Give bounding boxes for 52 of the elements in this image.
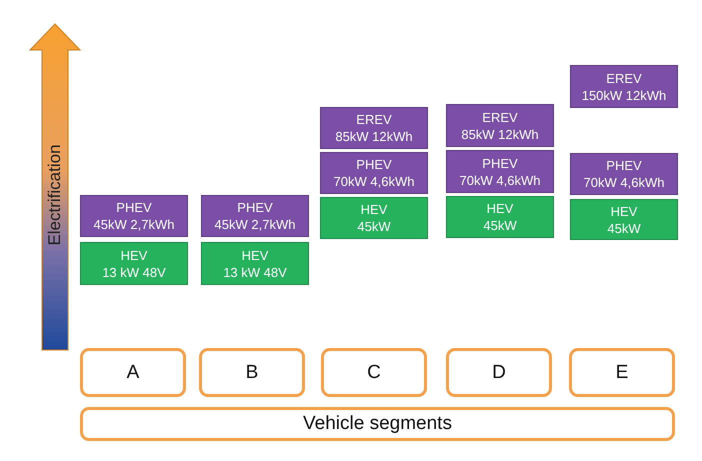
powertrain-type: PHEV bbox=[237, 199, 273, 216]
hybrid-box bbox=[446, 196, 554, 238]
powertrain-spec: 150kW 12kWh bbox=[582, 86, 666, 104]
segment-label: B bbox=[246, 362, 258, 384]
powertrain-type: PHEV bbox=[606, 157, 642, 174]
segment-box bbox=[199, 348, 305, 397]
powertrain-box bbox=[320, 107, 428, 149]
powertrain-type: PHEV bbox=[116, 199, 152, 216]
powertrain-box bbox=[570, 65, 678, 108]
powertrain-type: EREV bbox=[606, 70, 642, 86]
segment-label: A bbox=[126, 362, 140, 384]
powertrain-box bbox=[570, 153, 678, 195]
segment-box bbox=[569, 348, 675, 397]
powertrain-spec: 85kW 12kWh bbox=[461, 126, 539, 142]
powertrain-spec: 45kW bbox=[357, 218, 391, 235]
powertrain-spec: 13 kW 48V bbox=[223, 264, 287, 280]
segment-label: D bbox=[492, 362, 506, 384]
powertrain-box bbox=[201, 195, 309, 237]
powertrain-spec: 45kW bbox=[607, 220, 641, 236]
segment-box bbox=[80, 407, 675, 441]
powertrain-type: PHEV bbox=[356, 156, 392, 173]
powertrain-spec: 85kW 12kWh bbox=[335, 128, 413, 145]
powertrain-type: PHEV bbox=[482, 154, 518, 172]
powertrain-spec: 13 kW 48V bbox=[102, 264, 166, 280]
powertrain-type: EREV bbox=[356, 111, 392, 128]
segment-box bbox=[80, 348, 186, 397]
powertrain-type: HEV bbox=[486, 200, 514, 217]
powertrain-spec: 45kW 2,7kWh bbox=[214, 216, 296, 233]
segment-box bbox=[321, 348, 427, 397]
segment-label: Vehicle segments bbox=[303, 413, 452, 435]
powertrain-spec: 70kW 4,6kWh bbox=[460, 172, 540, 188]
powertrain-type: HEV bbox=[242, 246, 268, 264]
powertrain-type: EREV bbox=[482, 108, 518, 126]
powertrain-type: HEV bbox=[610, 202, 638, 220]
powertrain-spec: 45kW 2,7kWh bbox=[94, 216, 174, 233]
powertrain-box bbox=[446, 150, 554, 193]
powertrain-spec: 45kW bbox=[483, 217, 517, 234]
powertrain-type: HEV bbox=[360, 201, 388, 218]
hybrid-box bbox=[201, 242, 309, 285]
segment-box bbox=[446, 348, 552, 397]
powertrain-box bbox=[80, 195, 188, 237]
powertrain-spec: 70kW 4,6kWh bbox=[584, 174, 664, 191]
powertrain-type: HEV bbox=[120, 246, 148, 264]
hybrid-box bbox=[80, 242, 188, 285]
powertrain-spec: 70kW 4,6kWh bbox=[334, 173, 414, 190]
segment-label: E bbox=[616, 362, 628, 384]
segment-label: C bbox=[367, 362, 381, 384]
powertrain-box bbox=[320, 152, 428, 194]
axis-label: Electrification bbox=[45, 144, 65, 246]
powertrain-box bbox=[446, 104, 554, 147]
hybrid-box bbox=[570, 199, 678, 240]
hybrid-box bbox=[320, 197, 428, 239]
